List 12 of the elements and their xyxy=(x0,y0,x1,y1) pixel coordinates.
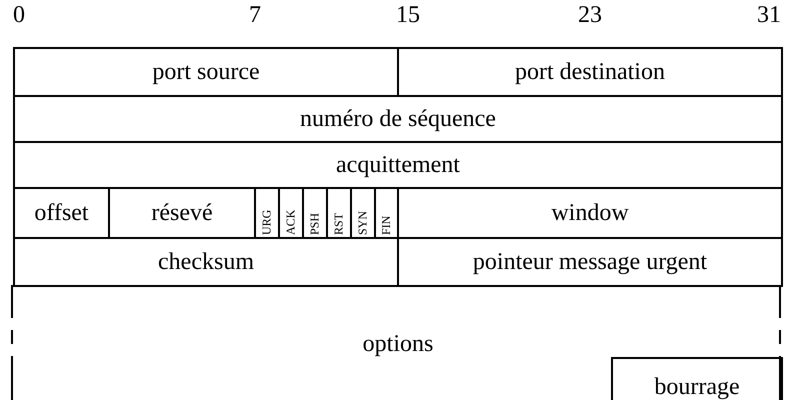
bit-number: 31 xyxy=(757,2,781,29)
bit-number: 23 xyxy=(578,2,602,29)
bit-number: 15 xyxy=(396,2,420,29)
field-label: options xyxy=(362,331,434,358)
header-field: port source xyxy=(13,47,399,97)
header-field: acquittement xyxy=(13,141,783,189)
header-field: numéro de séquence xyxy=(13,95,783,143)
header-field: port destination xyxy=(397,47,783,97)
bit-number: 0 xyxy=(13,2,25,29)
bit-number: 7 xyxy=(249,2,261,29)
options-field xyxy=(13,285,783,400)
header-field: bourrage xyxy=(611,357,783,400)
